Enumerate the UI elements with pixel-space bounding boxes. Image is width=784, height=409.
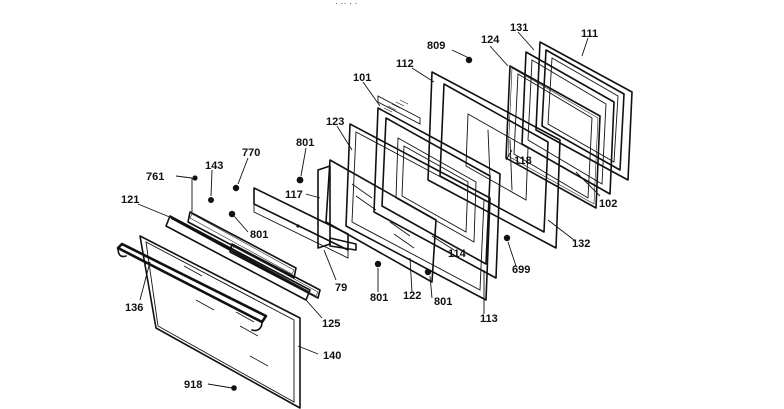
screw-770 <box>232 184 240 192</box>
part-101-door-liner <box>373 95 501 279</box>
label-131: 131 <box>510 22 528 34</box>
screw-801-right <box>424 268 432 276</box>
screw-761 <box>192 175 198 181</box>
label-111: 111 <box>581 28 598 40</box>
label-117: 117 <box>285 189 303 201</box>
label-124: 124 <box>481 34 500 46</box>
part-124-frame <box>505 65 601 209</box>
label-123: 123 <box>326 116 344 128</box>
part-labels: 809 131 124 111 112 101 123 801 770 143 … <box>121 22 617 391</box>
screw-801-top <box>296 176 304 184</box>
label-801-left: 801 <box>250 229 268 241</box>
label-140: 140 <box>323 350 341 362</box>
label-121: 121 <box>121 194 139 206</box>
label-112: 112 <box>396 58 414 70</box>
part-79-baffle <box>253 187 349 259</box>
label-918: 918 <box>184 379 202 391</box>
label-102: 102 <box>599 198 617 210</box>
label-101: 101 <box>353 72 371 84</box>
label-114: 114 <box>448 248 467 260</box>
label-132: 132 <box>572 238 590 250</box>
part-123-panel <box>345 123 491 301</box>
label-809: 809 <box>427 40 445 52</box>
label-136: 136 <box>125 302 143 314</box>
label-770: 770 <box>242 147 260 159</box>
label-79: 79 <box>335 282 347 294</box>
header-fragment: · ·· · · <box>335 0 358 8</box>
label-801-right: 801 <box>434 296 452 308</box>
part-131-frame <box>521 51 615 195</box>
part-136-handle <box>116 242 268 332</box>
screw-699 <box>503 234 511 242</box>
screw-143 <box>208 197 214 203</box>
label-699: 699 <box>512 264 530 276</box>
label-143: 143 <box>205 160 223 172</box>
label-113: 113 <box>480 313 498 325</box>
part-122-glass <box>325 159 437 283</box>
part-143-trim <box>187 211 297 279</box>
leader-lines <box>137 31 601 389</box>
screw-801-lower <box>374 260 382 268</box>
screw-809 <box>465 56 473 64</box>
screw-801-left <box>228 210 236 218</box>
label-761: 761 <box>146 171 164 183</box>
screw-918 <box>231 385 237 391</box>
label-801-top: 801 <box>296 137 314 149</box>
label-118: 118 <box>514 155 532 167</box>
part-112-liner <box>427 71 561 249</box>
part-140-outer-door <box>139 235 301 409</box>
label-801-lower: 801 <box>370 292 388 304</box>
part-125-side-trim <box>229 243 321 299</box>
fasteners <box>192 56 511 391</box>
label-122: 122 <box>403 290 421 302</box>
label-125: 125 <box>322 318 340 330</box>
part-111-rear-frame <box>535 41 633 181</box>
